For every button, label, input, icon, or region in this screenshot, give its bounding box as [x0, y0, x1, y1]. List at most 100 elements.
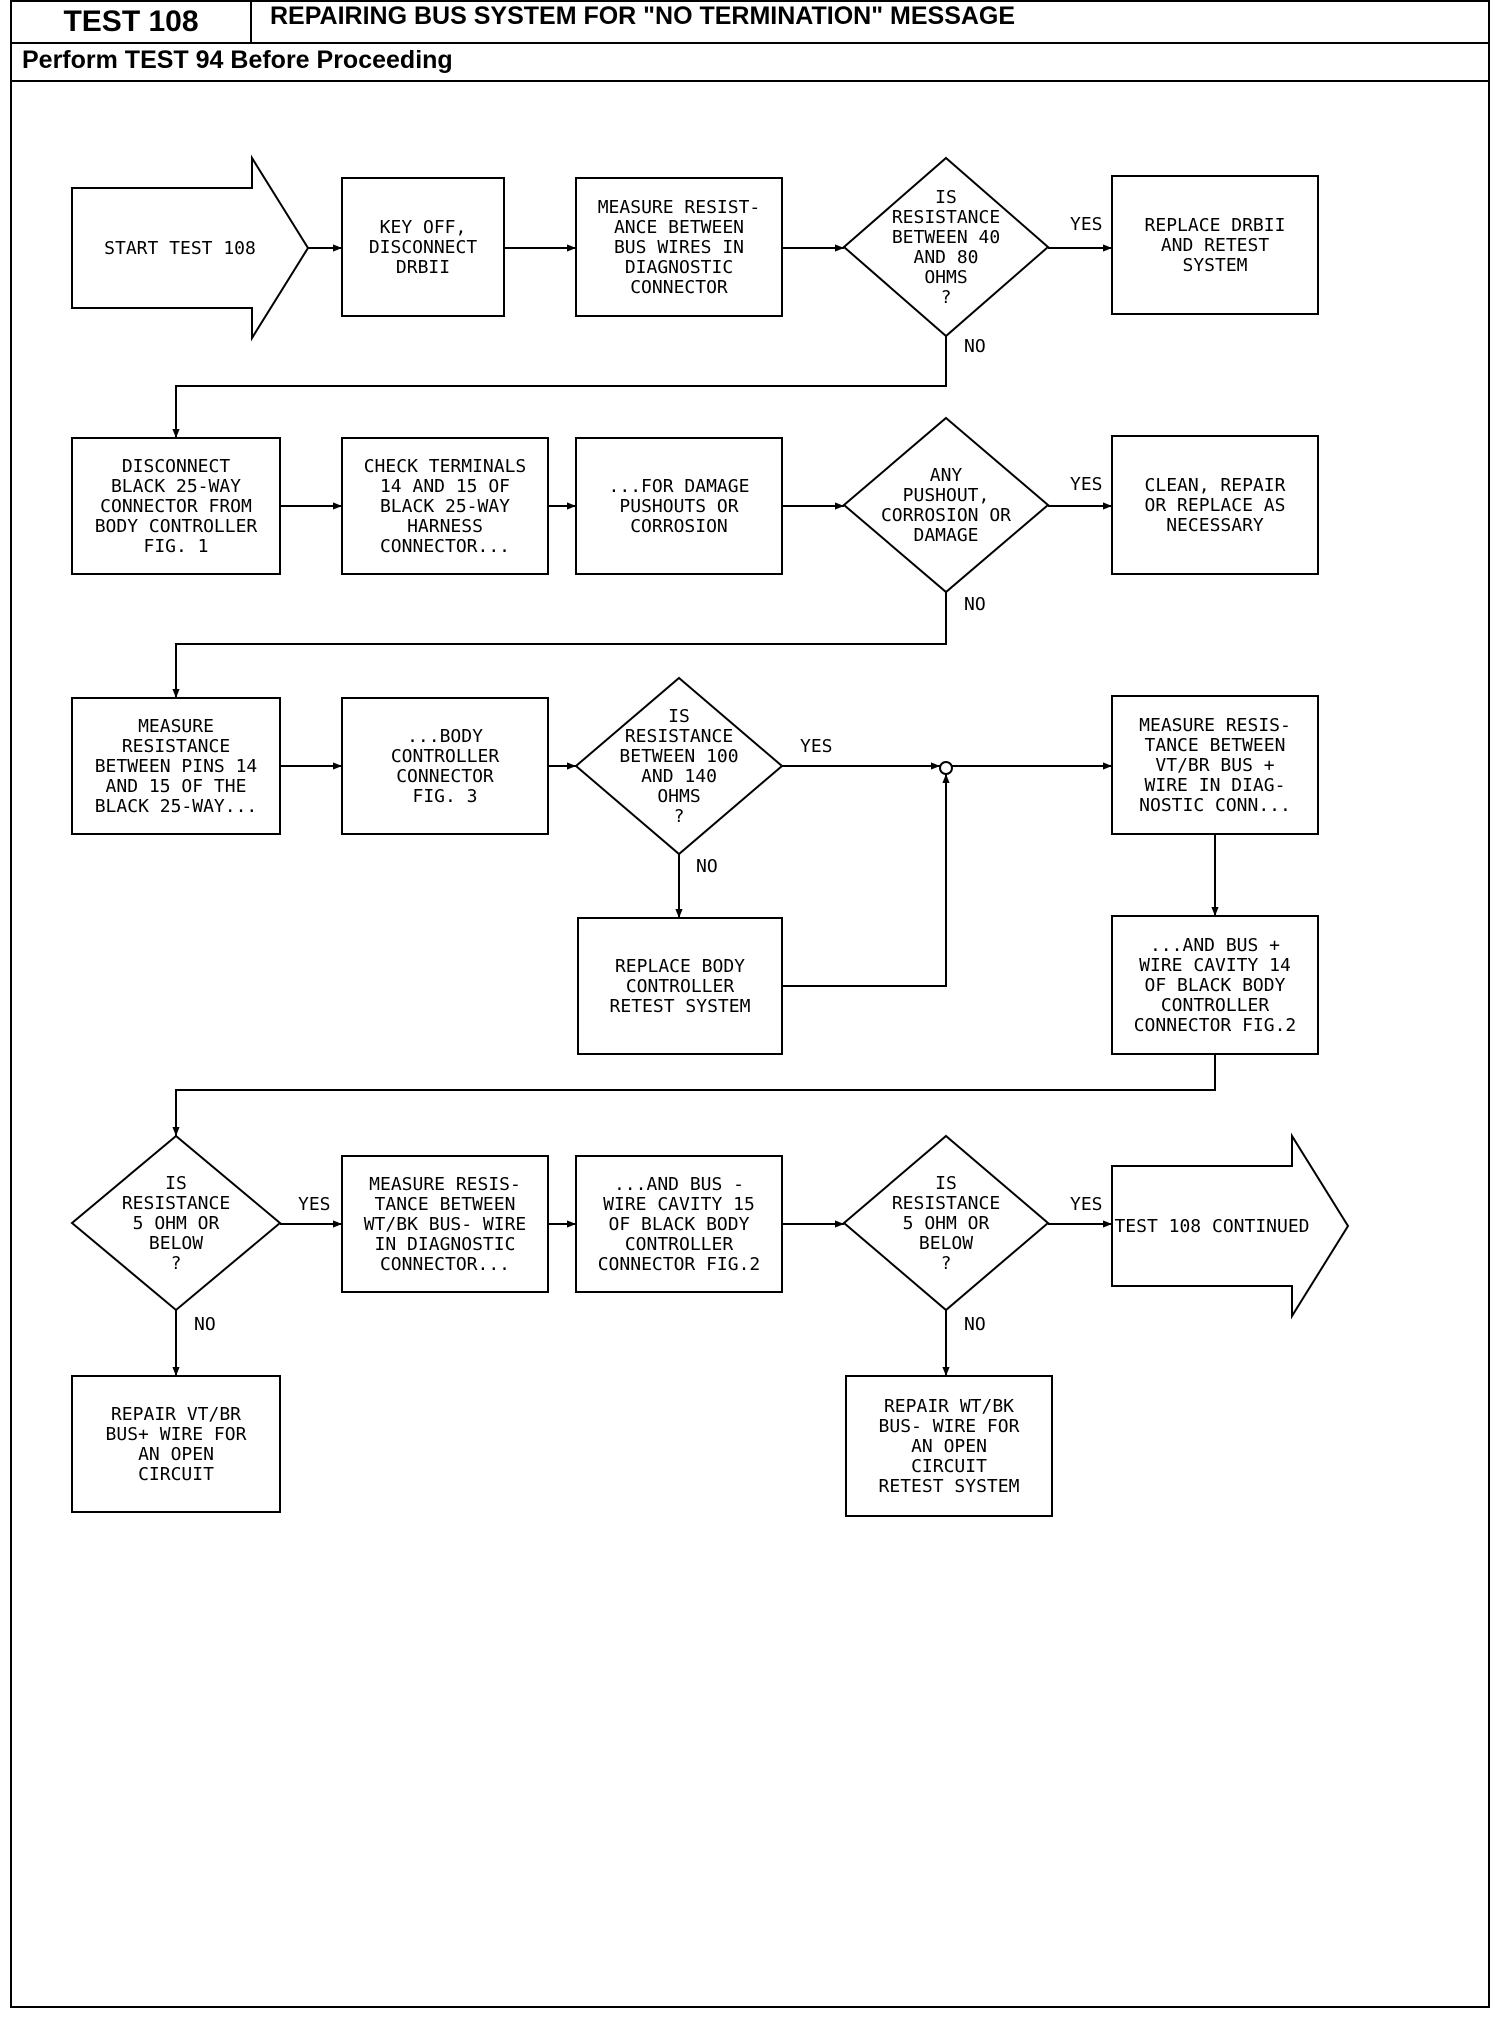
node-text-line: CORROSION: [630, 516, 728, 537]
process-box: [341, 437, 549, 575]
connector: [172, 1054, 1216, 1136]
no-label: NO: [964, 1314, 986, 1335]
node-cavity14: [1111, 915, 1319, 1055]
node-text-line: ...AND BUS -: [614, 1174, 744, 1195]
node-text-line: FIG. 3: [412, 786, 477, 807]
node-text-line: CONNECTOR FROM: [100, 496, 252, 517]
node-replace-body: [577, 917, 783, 1055]
node-text-line: CONNECTOR FIG.2: [598, 1254, 761, 1275]
node-text-line: BLACK 25-WAY...: [95, 796, 258, 817]
node-text-line: WIRE CAVITY 15: [603, 1194, 755, 1215]
node-text-line: WIRE CAVITY 14: [1139, 955, 1291, 976]
node-text-line: ?: [171, 1253, 182, 1274]
node-text-line: IS: [165, 1173, 187, 1194]
node-text-line: BELOW: [919, 1233, 973, 1254]
node-text-line: ?: [941, 287, 952, 308]
node-start: [71, 154, 310, 342]
node-text-line: IS: [935, 187, 957, 208]
node-continued: [1111, 1132, 1350, 1320]
node-text-line: BLACK 25-WAY: [380, 496, 510, 517]
node-text-line: OHMS: [924, 267, 967, 288]
node-text-line: MEASURE RESIST-: [598, 197, 761, 218]
node-text-line: BUS- WIRE FOR: [879, 1416, 1020, 1437]
no-label: NO: [964, 594, 986, 615]
node-text-line: BELOW: [149, 1233, 203, 1254]
node-cavity15: [575, 1155, 783, 1293]
node-text-line: BETWEEN PINS 14: [95, 756, 258, 777]
node-text-line: CONNECTOR FIG.2: [1134, 1015, 1297, 1036]
process-box: [1111, 695, 1319, 835]
node-text-line: PUSHOUT,: [903, 485, 990, 506]
node-text-line: ANY: [930, 465, 963, 486]
node-text-line: CONTROLLER: [1161, 995, 1270, 1016]
test-number-label: TEST 108: [12, 2, 252, 42]
node-text-line: RESISTANCE: [892, 207, 1000, 228]
process-box: [575, 437, 783, 575]
node-text-line: BUS WIRES IN: [614, 237, 744, 258]
node-replace-drbii: [1111, 175, 1319, 315]
no-connector: [172, 336, 947, 438]
node-clean-repair: [1111, 435, 1319, 575]
yes-label: YES: [1070, 214, 1103, 235]
yes-label: YES: [1070, 474, 1103, 495]
node-text-line: WIRE IN DIAG-: [1145, 775, 1286, 796]
node-text-line: CONTROLLER: [625, 1234, 734, 1255]
no-label: NO: [194, 1314, 216, 1335]
node-measure-wt: [341, 1155, 549, 1293]
node-body-ctrl-conn: [341, 697, 549, 835]
node-text-line: TANCE BETWEEN: [375, 1194, 516, 1215]
node-text-line: NECESSARY: [1166, 515, 1264, 536]
node-text-line: AND 15 OF THE: [106, 776, 247, 797]
node-text-line: DRBII: [396, 257, 450, 278]
node-text-line: ...FOR DAMAGE: [609, 476, 750, 497]
node-measure-vt: [1111, 695, 1319, 835]
node-text-line: RESISTANCE: [892, 1193, 1000, 1214]
yes-label: YES: [1070, 1194, 1103, 1215]
node-text-line: REPAIR VT/BR: [111, 1404, 241, 1425]
node-text-line: 14 AND 15 OF: [380, 476, 510, 497]
node-text-line: BUS+ WIRE FOR: [106, 1424, 247, 1445]
node-text-line: CLEAN, REPAIR: [1145, 475, 1286, 496]
node-text-line: CONTROLLER: [391, 746, 500, 767]
node-text-line: CONNECTOR: [630, 277, 728, 298]
node-text-line: RESISTANCE: [625, 726, 733, 747]
node-repair-vt: [71, 1375, 281, 1513]
node-text-line: PUSHOUTS OR: [619, 496, 738, 517]
node-text-line: DISCONNECT: [122, 456, 231, 477]
process-box: [1111, 915, 1319, 1055]
terminal-arrow: [71, 154, 310, 342]
node-text-line: ANCE BETWEEN: [614, 217, 744, 238]
node-text-line: IS: [935, 1173, 957, 1194]
node-text-line: 5 OHM OR: [133, 1213, 220, 1234]
node-text-line: IN DIAGNOSTIC: [375, 1234, 516, 1255]
node-text-line: RETEST SYSTEM: [610, 996, 751, 1017]
header-divider-bottom: [12, 80, 1488, 82]
no-label: NO: [696, 856, 718, 877]
node-text-line: DAMAGE: [913, 525, 978, 546]
node-repair-wt: [845, 1375, 1053, 1517]
node-text-line: CONTROLLER: [626, 976, 735, 997]
node-text-line: START TEST 108: [104, 238, 256, 259]
process-box: [577, 917, 783, 1055]
node-text-line: AND 140: [641, 766, 717, 787]
node-text-line: CONNECTOR...: [380, 1254, 510, 1275]
node-text-line: ...BODY: [407, 726, 483, 747]
node-text-line: CONNECTOR: [396, 766, 494, 787]
node-text-line: MEASURE RESIS-: [369, 1174, 521, 1195]
node-text-line: ?: [941, 1253, 952, 1274]
node-text-line: REPLACE BODY: [615, 956, 745, 977]
node-check-terminals: [341, 437, 549, 575]
yes-label: YES: [298, 1194, 331, 1215]
node-text-line: TEST 108 CONTINUED: [1114, 1216, 1309, 1237]
process-box: [71, 1375, 281, 1513]
process-box: [71, 697, 281, 835]
node-text-line: AND 80: [913, 247, 978, 268]
node-text-line: REPAIR WT/BK: [884, 1396, 1014, 1417]
node-text-line: AN OPEN: [138, 1444, 214, 1465]
node-measure-pins: [71, 697, 281, 835]
node-text-line: CORROSION OR: [881, 505, 1011, 526]
node-text-line: ...AND BUS +: [1150, 935, 1280, 956]
node-text-line: KEY OFF,: [380, 217, 467, 238]
node-text-line: OHMS: [657, 786, 700, 807]
process-box: [1111, 435, 1319, 575]
